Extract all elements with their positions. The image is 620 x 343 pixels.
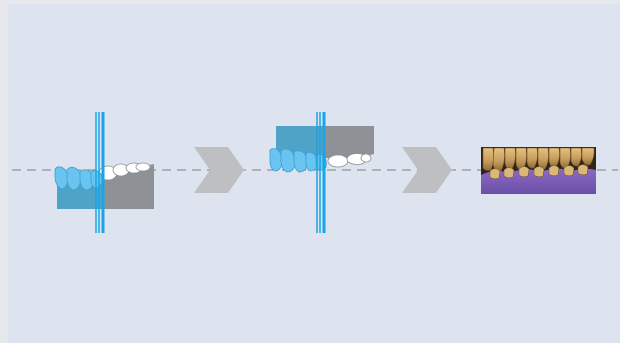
step-upper-arch — [270, 112, 374, 233]
double-chevron-right-icon — [194, 147, 244, 193]
upper-jaw-model-icon — [270, 126, 374, 172]
teeth-photo-icon — [481, 147, 596, 194]
step-lower-arch — [55, 112, 154, 233]
white-teeth — [328, 154, 371, 168]
